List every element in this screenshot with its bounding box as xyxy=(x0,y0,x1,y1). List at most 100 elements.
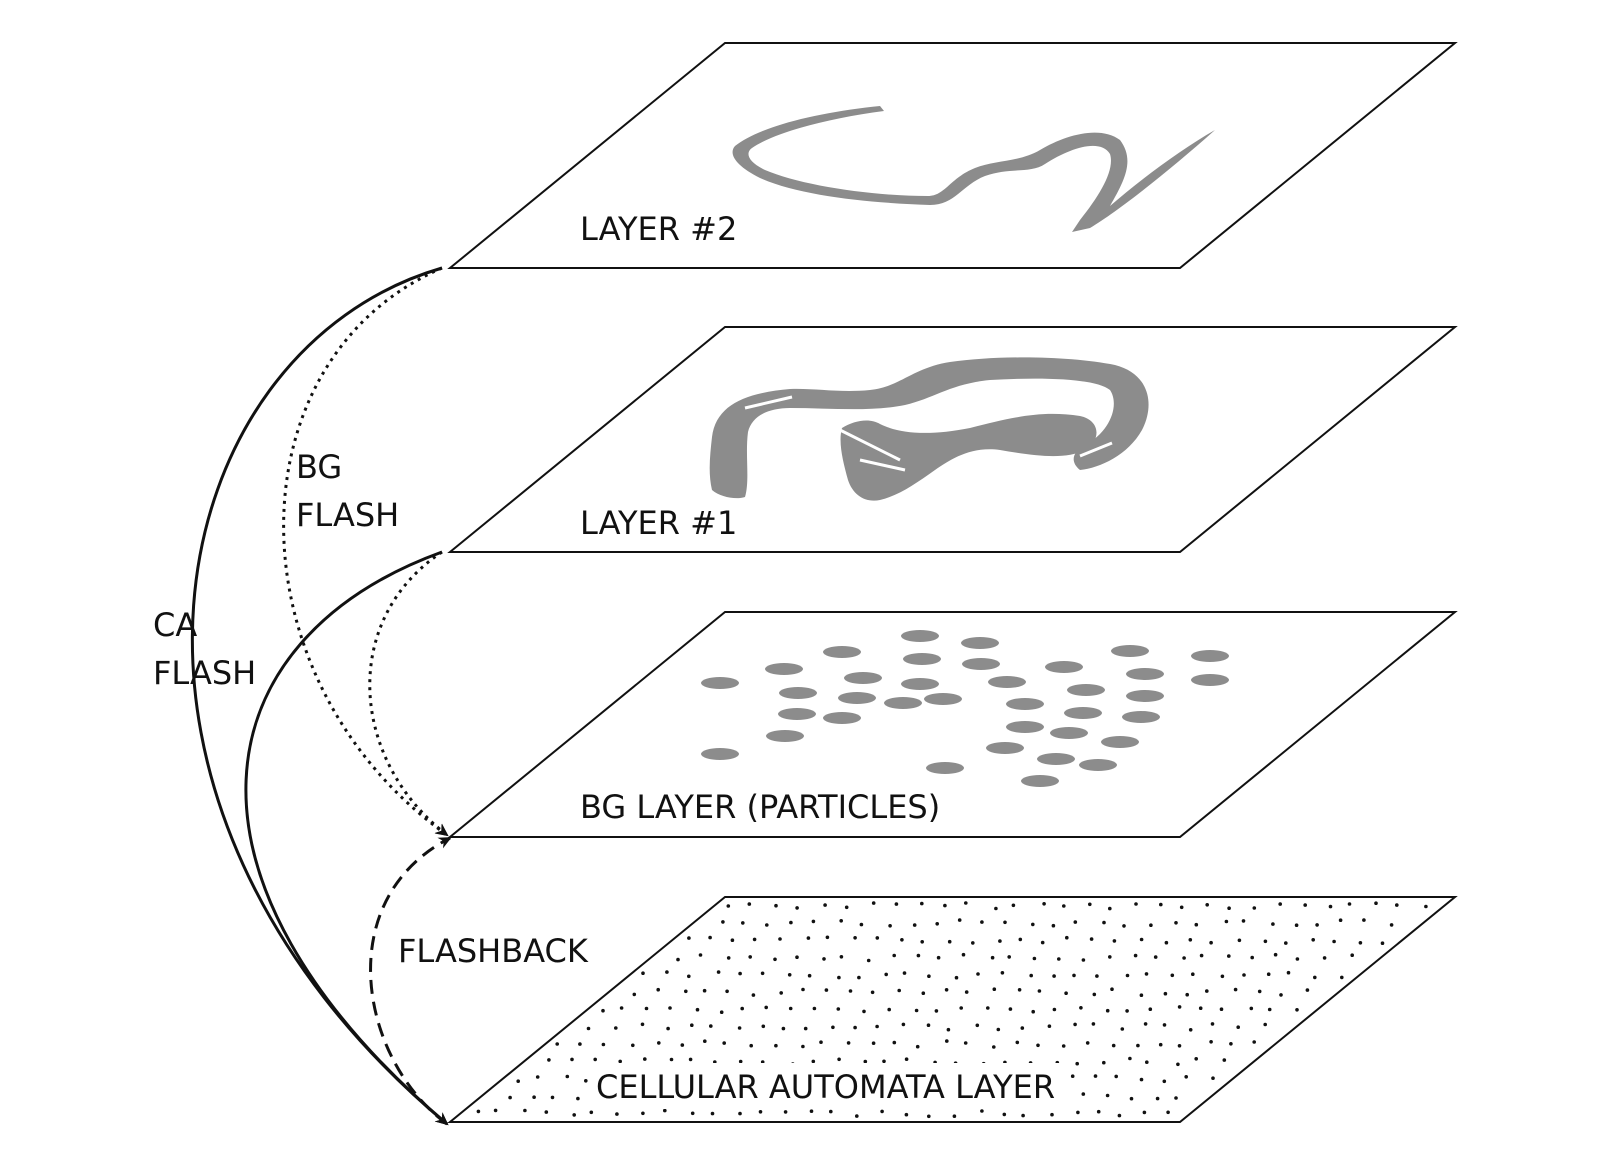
ca-dot xyxy=(547,1058,551,1062)
ca-dot xyxy=(709,1024,713,1028)
ca-dot xyxy=(1110,987,1114,991)
ca-dot xyxy=(964,990,969,994)
ca-dot xyxy=(871,1041,876,1045)
ca-dot xyxy=(586,1026,591,1031)
layer-2-label: LAYER #2 xyxy=(580,210,737,248)
ca-dot xyxy=(1266,972,1271,976)
ca-dot xyxy=(1108,906,1112,911)
particle xyxy=(1067,684,1105,696)
ca-dot xyxy=(1380,941,1385,945)
ca-dot xyxy=(1092,992,1097,997)
bg-flash-label-line-2: FLASH xyxy=(296,496,399,534)
ca-dot xyxy=(1162,1023,1167,1027)
ca-dot xyxy=(1191,972,1195,976)
ca-dot xyxy=(614,1026,618,1030)
particle xyxy=(779,687,817,699)
ca-dot xyxy=(641,971,645,975)
ca-dot xyxy=(1257,989,1262,994)
ca-dot xyxy=(1174,1096,1178,1100)
ca-dot xyxy=(632,992,637,997)
ca-dot xyxy=(904,1057,909,1061)
ca-dot xyxy=(990,955,995,960)
ca-dot xyxy=(892,1040,897,1045)
ca-dot xyxy=(1065,935,1069,940)
layer-1-label: LAYER #1 xyxy=(580,504,737,542)
ca-dot xyxy=(1091,1022,1096,1026)
ca-dot xyxy=(1252,1040,1256,1044)
ca-dot xyxy=(1267,1007,1272,1012)
ca-dot xyxy=(779,991,783,995)
ca-dot xyxy=(760,971,765,976)
particle xyxy=(701,748,739,760)
ca-dot xyxy=(825,935,830,940)
ca-dot xyxy=(758,1110,763,1114)
ca-dot xyxy=(730,938,735,942)
ca-dot xyxy=(741,921,745,925)
ca-dot xyxy=(684,989,688,994)
ca-dot xyxy=(1149,923,1153,927)
ca-dot xyxy=(957,918,962,922)
particle xyxy=(1021,775,1059,787)
ca-dot xyxy=(904,1112,909,1117)
ca-dot xyxy=(1076,1110,1080,1115)
ca-dot xyxy=(1122,924,1126,928)
ca-dot xyxy=(1144,972,1149,976)
ca-dot xyxy=(1303,903,1307,907)
particle xyxy=(838,692,876,704)
ca-dot xyxy=(848,989,853,993)
ca-dot xyxy=(1125,1009,1129,1013)
ca-dot xyxy=(550,1095,555,1100)
ca-dot xyxy=(668,1006,672,1010)
ca-dot xyxy=(657,1041,661,1045)
ca-dot xyxy=(935,922,939,926)
particle xyxy=(1191,674,1229,686)
ca-dot xyxy=(1162,1079,1167,1084)
ca-dot xyxy=(1081,958,1086,962)
ca-dot xyxy=(1286,970,1291,975)
ca-dot xyxy=(1105,1093,1110,1098)
particle xyxy=(766,730,804,742)
ca-dot xyxy=(1052,974,1056,978)
ca-dot xyxy=(1061,1044,1066,1048)
ca-dot xyxy=(702,988,707,993)
ca-dot xyxy=(1075,1061,1079,1066)
ca-dot xyxy=(902,971,907,975)
ca-dot xyxy=(643,1057,647,1061)
ca-dot xyxy=(1305,988,1310,992)
particle xyxy=(1101,736,1139,748)
ca-dot xyxy=(1114,1074,1118,1079)
ca-dot xyxy=(680,1043,685,1047)
ca-dot xyxy=(894,902,899,906)
ca-dot xyxy=(710,1111,715,1116)
ca-dot xyxy=(1209,940,1213,945)
ca-dot xyxy=(1295,957,1300,961)
ca-dot xyxy=(1237,938,1242,943)
ca-dot xyxy=(944,988,949,992)
ca-dot xyxy=(1279,993,1283,997)
ca-dot xyxy=(722,1041,726,1045)
particle xyxy=(1126,690,1164,702)
bg-layer: BG LAYER (PARTICLES) xyxy=(447,611,1458,838)
particle xyxy=(1006,698,1044,710)
ca-dot xyxy=(788,1006,793,1011)
ca-dot xyxy=(921,991,926,995)
ca-dot xyxy=(829,1109,833,1114)
ca-dot xyxy=(708,935,712,940)
ca-dot xyxy=(824,988,829,992)
ca-dot xyxy=(1002,1112,1007,1117)
ca-dot xyxy=(1125,973,1130,978)
ca-dot xyxy=(1229,1042,1233,1046)
ca-dot xyxy=(544,1110,549,1114)
ca-dot xyxy=(773,957,777,962)
ca-dot xyxy=(1338,918,1343,922)
ca-dot xyxy=(1079,1006,1083,1010)
ca-dot xyxy=(1020,1026,1025,1030)
ca-dot xyxy=(644,1006,649,1011)
ca-dot xyxy=(870,990,875,995)
ca-dot xyxy=(749,1043,753,1048)
ca-dot xyxy=(1133,953,1138,958)
flashback-arrow xyxy=(369,836,452,1126)
ca-dot xyxy=(915,1044,920,1049)
ca-dot xyxy=(871,901,876,905)
ca-dot xyxy=(1163,991,1168,996)
